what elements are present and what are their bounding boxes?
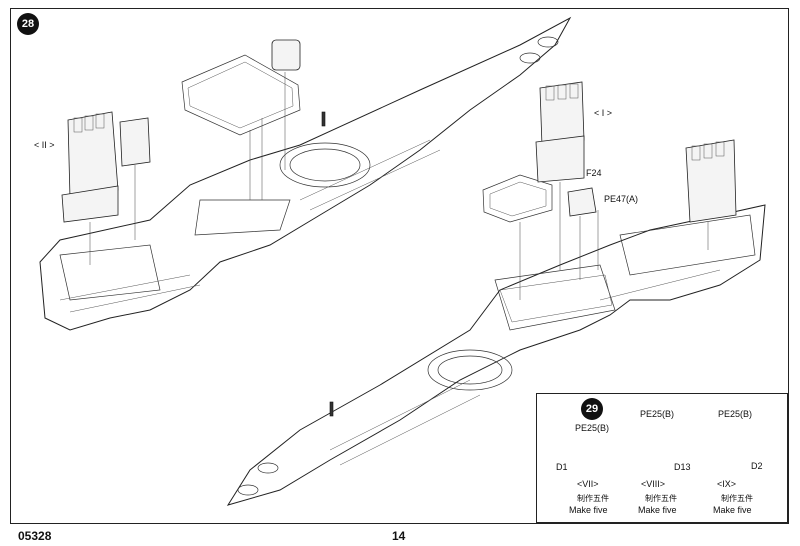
group-1-part-label: D1 bbox=[556, 462, 568, 472]
callout-roman-two: < II > bbox=[34, 140, 55, 150]
callout-roman-one: < I > bbox=[594, 108, 613, 118]
product-code: 05328 bbox=[18, 529, 52, 543]
upper-ship-drawing bbox=[39, 16, 572, 331]
callout-f24: F24 bbox=[586, 168, 602, 178]
callout-pe47a: PE47(A) bbox=[604, 194, 639, 204]
group-2-roman: <VIII> bbox=[641, 479, 666, 489]
group-2-cn: 制作五件 bbox=[645, 494, 677, 503]
page-number: 14 bbox=[392, 529, 406, 543]
page-border bbox=[10, 8, 789, 524]
group-1-cn: 制作五件 bbox=[577, 494, 609, 503]
step-29-number: 29 bbox=[585, 403, 599, 415]
group-3-part-label: D2 bbox=[751, 461, 763, 471]
step-29-badge: 29 bbox=[581, 398, 603, 420]
group-3-cn: 制作五件 bbox=[721, 494, 753, 503]
group-1-pe-label: PE25(B) bbox=[575, 423, 610, 433]
group-3-pe-label: PE25(B) bbox=[718, 409, 753, 419]
step-28-badge: 28 bbox=[17, 13, 39, 35]
step-29-panel: 29 PE25(B) D1 <VII> 制作五件 Make five PE25(… bbox=[536, 393, 788, 523]
group-3-en: Make five bbox=[713, 505, 752, 515]
group-2-en: Make five bbox=[638, 505, 677, 515]
group-2-pe-label: PE25(B) bbox=[640, 409, 675, 419]
group-1-en: Make five bbox=[569, 505, 608, 515]
step-28-number: 28 bbox=[21, 18, 35, 30]
group-2-part-label: D13 bbox=[674, 462, 691, 472]
group-1-roman: <VII> bbox=[577, 479, 599, 489]
lower-ship-drawing bbox=[226, 81, 766, 506]
group-3-roman: <IX> bbox=[717, 479, 737, 489]
